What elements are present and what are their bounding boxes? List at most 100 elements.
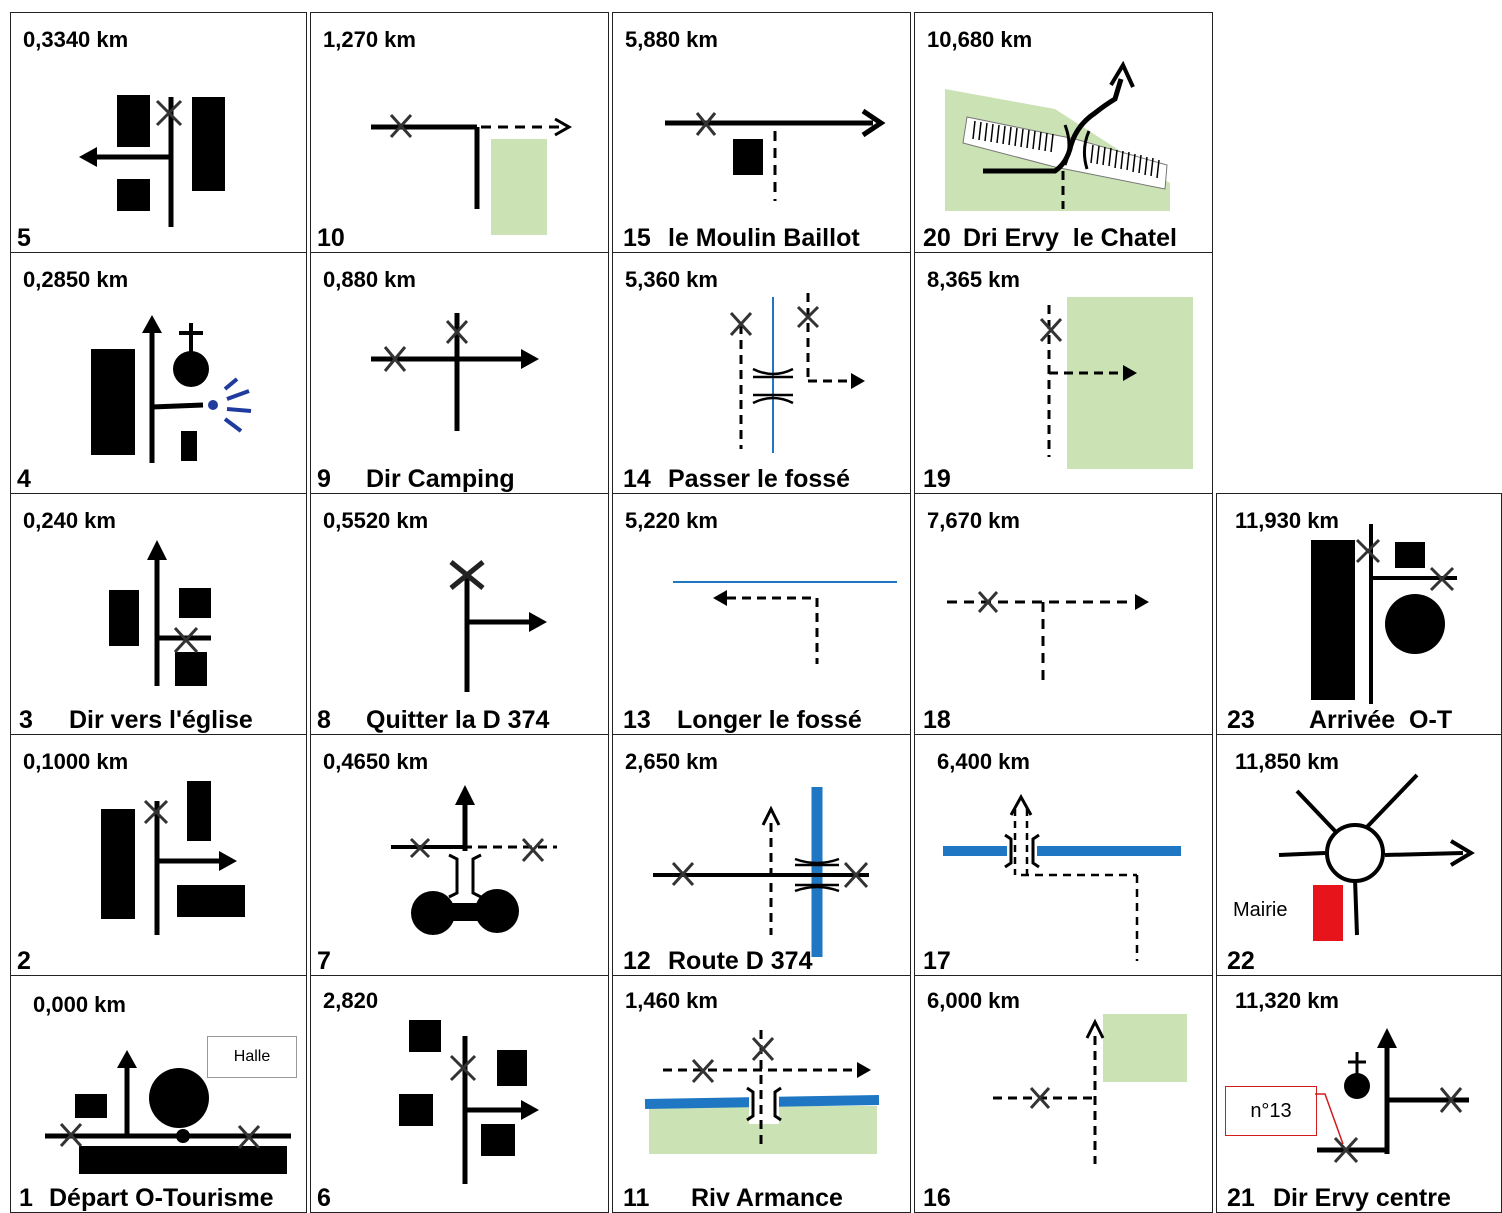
step-12: 2,650 km 12 Route D 374	[612, 734, 911, 976]
route-diagram	[1315, 1028, 1469, 1164]
route-diagram	[1039, 297, 1193, 469]
route-diagram	[101, 781, 245, 935]
step-15: 5,880 km 15 le Moulin Baillot	[612, 12, 911, 253]
step-number: 4	[17, 465, 31, 493]
mairie-label: Mairie	[1233, 899, 1288, 921]
distance-label: 6,400 km	[937, 749, 1030, 774]
step-number: 1	[19, 1184, 33, 1212]
route-diagram	[945, 60, 1170, 211]
step-number: 2	[17, 947, 31, 975]
step-11: 1,460 km 11 Riv Armance	[612, 975, 911, 1213]
distance-label: 2,820	[323, 988, 379, 1013]
route-diagram	[644, 1030, 880, 1154]
step-9: 0,880 km 9 Dir Camping	[310, 252, 609, 494]
route-diagram	[371, 113, 573, 235]
step-number: 21	[1227, 1184, 1255, 1212]
route-diagram	[109, 540, 211, 686]
step-number: 5	[17, 224, 31, 252]
distance-label: 0,880 km	[323, 267, 416, 292]
step-19: 8,365 km 19	[914, 252, 1213, 494]
distance-label: 7,670 km	[927, 508, 1020, 533]
distance-label: 1,460 km	[625, 988, 718, 1013]
route-diagram	[1278, 773, 1475, 941]
distance-label: 6,000 km	[927, 988, 1020, 1013]
halle-label: Halle	[207, 1036, 297, 1078]
step-number: 23	[1227, 706, 1255, 734]
step-caption: Arrivée O-T	[1309, 706, 1453, 734]
distance-label: 0,5520 km	[323, 508, 429, 533]
step-7: 0,4650 km 7	[310, 734, 609, 976]
distance-label: 5,360 km	[625, 267, 718, 292]
step-caption: Dir Camping	[366, 465, 515, 493]
step-caption: Quitter la D 374	[366, 706, 550, 734]
step-number: 11	[623, 1184, 650, 1212]
step-number: 19	[923, 465, 951, 493]
step-18: 7,670 km 18	[914, 493, 1213, 735]
route-diagram	[449, 560, 547, 692]
step-22: 11,850 km Mairie 22	[1216, 734, 1502, 976]
route-diagram	[91, 315, 252, 463]
step-caption: le Moulin Baillot	[668, 224, 860, 252]
step-17: 6,400 km 17	[914, 734, 1213, 976]
route-diagram	[993, 1014, 1187, 1164]
step-number: 9	[317, 465, 331, 493]
route-diagram	[45, 1050, 291, 1174]
distance-label: 11,930 km	[1235, 508, 1339, 533]
step-caption: Route D 374	[668, 947, 813, 975]
step-number: 13	[623, 706, 651, 734]
distance-label: 5,880 km	[625, 27, 718, 52]
step-caption: Longer le fossé	[677, 706, 862, 734]
route-diagram	[947, 590, 1149, 686]
route-diagram	[653, 787, 869, 957]
step-13: 5,220 km 13 Longer le fossé	[612, 493, 911, 735]
step-number: 18	[923, 706, 951, 734]
step-caption: Dir vers l'église	[69, 706, 253, 734]
step-number: 14	[623, 465, 651, 493]
step-number: 12	[623, 947, 651, 975]
distance-label: 11,850 km	[1235, 749, 1339, 774]
route-diagram	[673, 581, 897, 664]
route-diagram	[371, 313, 539, 431]
step-caption: Départ O-Tourisme	[49, 1184, 274, 1212]
step-5: 0,3340 km 5	[10, 12, 307, 253]
step-2: 0,1000 km 2	[10, 734, 307, 976]
step-caption: Dri Ervy le Chatel	[963, 224, 1177, 252]
step-number: 17	[923, 947, 951, 975]
route-diagram	[391, 785, 557, 935]
route-diagram	[79, 95, 225, 227]
step-number: 6	[317, 1184, 331, 1212]
distance-label: 5,220 km	[625, 508, 718, 533]
step-14: 5,360 km 14 Passer le fossé	[612, 252, 911, 494]
step-20: 10,680 km 20 Dri Ervy le Chatel	[914, 12, 1213, 253]
distance-label: 0,240 km	[23, 508, 116, 533]
route-diagram	[665, 108, 886, 201]
distance-label: 2,650 km	[625, 749, 718, 774]
route-number-box: n°13	[1225, 1086, 1317, 1136]
distance-label: 0,1000 km	[23, 749, 129, 774]
step-caption: Riv Armance	[691, 1184, 843, 1212]
step-number: 16	[923, 1184, 951, 1212]
route-diagram	[943, 793, 1181, 961]
step-4: 0,2850 km 4	[10, 252, 307, 494]
route-diagram	[1311, 524, 1457, 704]
distance-label: 11,320 km	[1235, 988, 1339, 1013]
step-16: 6,000 km 16	[914, 975, 1213, 1213]
step-number: 7	[317, 947, 331, 975]
step-21: 11,320 km n°13 21 Dir Ervy centre	[1216, 975, 1502, 1213]
step-3: 0,240 km 3 Dir vers l'église	[10, 493, 307, 735]
step-number: 10	[317, 224, 345, 252]
distance-label: 8,365 km	[927, 267, 1020, 292]
step-number: 22	[1227, 947, 1255, 975]
distance-label: 0,3340 km	[23, 27, 129, 52]
step-caption: Passer le fossé	[668, 465, 851, 493]
distance-label: 0,4650 km	[323, 749, 429, 774]
step-8: 0,5520 km 8 Quitter la D 374	[310, 493, 609, 735]
route-diagram	[399, 1020, 539, 1184]
step-10: 1,270 km 10	[310, 12, 609, 253]
route-diagram	[729, 293, 865, 453]
step-6: 2,820 6	[310, 975, 609, 1213]
step-number: 8	[317, 706, 331, 734]
distance-label: 0,000 km	[33, 992, 126, 1017]
step-number: 3	[19, 706, 33, 734]
distance-label: 1,270 km	[323, 27, 416, 52]
